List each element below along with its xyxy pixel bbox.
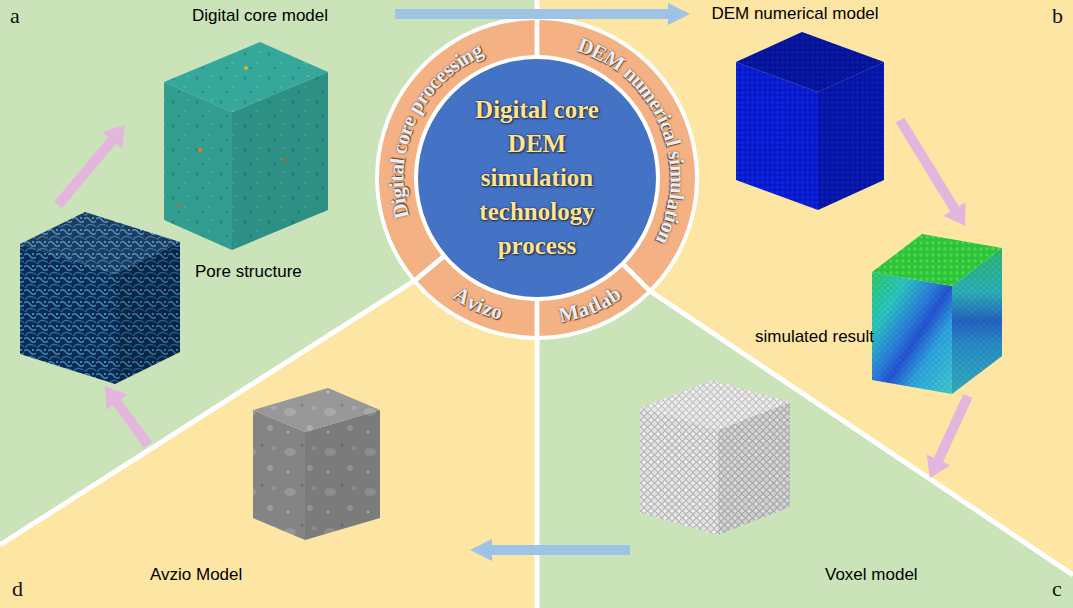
hub-circle: Digital core DEM simulation technology p…: [418, 59, 656, 297]
cube-face: [253, 388, 380, 432]
image-panel: DEM numerical model: [690, 2, 900, 216]
panel-caption: Digital core model: [192, 6, 328, 26]
cube-dots: [872, 272, 952, 394]
cube-shade: [20, 212, 180, 274]
simulated-result-cube: [872, 234, 1002, 394]
cube-shade: [736, 32, 884, 92]
panel-letter: b: [1052, 3, 1063, 29]
ring-sector: [418, 259, 535, 336]
flow-arrow: [470, 539, 630, 561]
panel-caption: simulated result: [755, 327, 874, 347]
cube-shade: [253, 410, 305, 540]
ring-label: Avizo: [413, 255, 539, 338]
ring-letter: i: [387, 181, 408, 188]
flow-arrow: [896, 117, 966, 226]
voxel-cube: [640, 380, 790, 535]
panel-caption: Avzio Model: [150, 565, 242, 585]
panel-letter: a: [10, 3, 20, 29]
cube-face: [20, 212, 180, 274]
image-panel: Avzio Model: [148, 386, 470, 592]
speck: [178, 203, 181, 206]
avizo-cube: [253, 388, 380, 540]
cube-face: [640, 408, 718, 535]
cube-shade: [305, 410, 380, 540]
image-panel: Voxel model: [630, 372, 930, 590]
speck: [198, 148, 202, 152]
digital-core-cube: [164, 42, 328, 250]
panel-caption: Pore structure: [195, 262, 302, 282]
panel-caption: DEM numerical model: [711, 4, 878, 24]
flow-arrow: [54, 125, 125, 208]
pore-structure-cube: [20, 212, 180, 384]
flow-arrow: [105, 386, 152, 448]
ring-backing: [375, 16, 699, 340]
panel-caption: Voxel model: [825, 565, 918, 585]
hub-title: Digital core DEM simulation technology p…: [455, 93, 620, 263]
cube-face: [640, 380, 790, 430]
ring-letter: g: [387, 186, 409, 199]
ring-sector: [539, 267, 647, 336]
panel-letter: c: [1052, 576, 1062, 602]
cube-face: [872, 272, 952, 394]
flow-arrow: [927, 394, 973, 478]
speck: [244, 66, 248, 70]
ring-segment: Avizo: [413, 255, 539, 338]
speck: [283, 158, 287, 162]
cube-shade: [640, 380, 790, 430]
cube-face: [164, 42, 328, 112]
hub-disc: [418, 59, 656, 297]
cube-face: [305, 410, 380, 540]
panel-letter: d: [12, 576, 23, 602]
image-panel: simulated result: [750, 226, 1012, 396]
ring-label: Matlab: [535, 262, 651, 338]
cube-face: [872, 234, 1002, 286]
ring-segment: Matlab: [535, 262, 651, 338]
ring-letter: m: [666, 165, 688, 183]
cube-face: [253, 410, 305, 540]
ring-letter: t: [386, 175, 407, 182]
cube-shade: [253, 388, 380, 432]
ring-letter: a: [386, 164, 408, 176]
cube-face: [736, 32, 884, 92]
dem-model-cube: [736, 32, 884, 210]
image-panel: Pore structure: [15, 205, 315, 386]
image-panel: Digital core model: [125, 2, 395, 254]
divider-line: [535, 334, 540, 608]
